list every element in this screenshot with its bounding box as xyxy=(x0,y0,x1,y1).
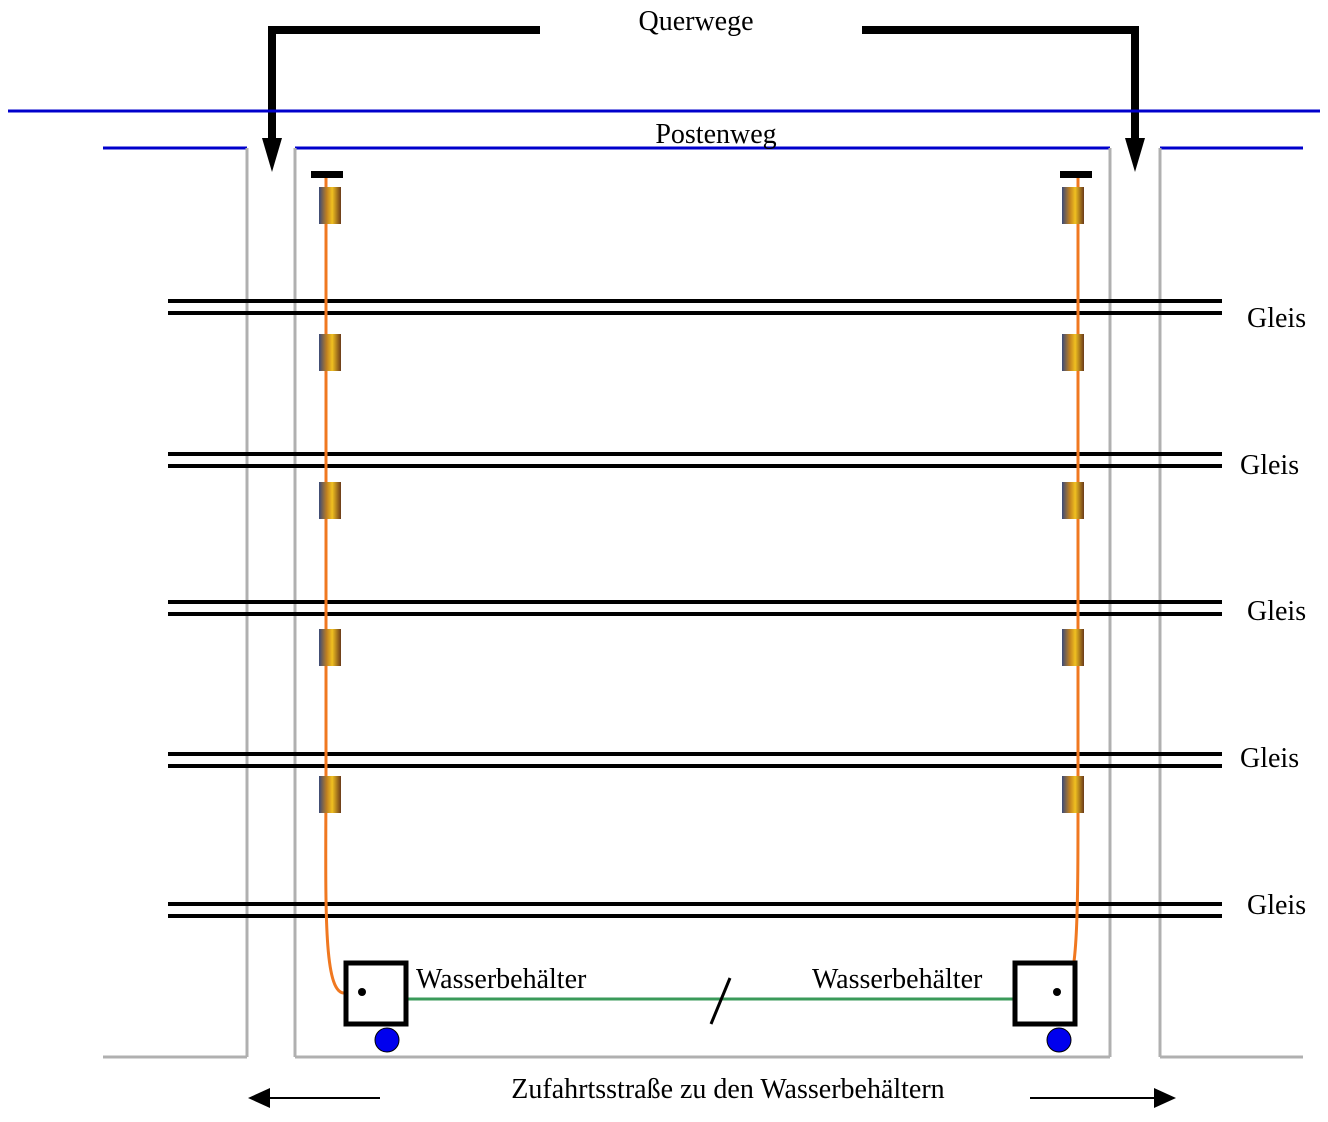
postenweg-label: Postenweg xyxy=(655,119,776,150)
access-arrow-left xyxy=(248,1088,380,1108)
track-5 xyxy=(168,902,1222,918)
hose-cap-left xyxy=(311,171,343,178)
hydrant-icon xyxy=(319,776,341,813)
track-1 xyxy=(168,299,1222,315)
track-label: Gleis xyxy=(1247,890,1306,921)
pump-icon xyxy=(374,1027,400,1053)
water-tank-left xyxy=(343,960,409,1027)
zufahrt-label: Zufahrtsstraße zu den Wasserbehältern xyxy=(511,1074,944,1105)
hydrant-icon xyxy=(1062,629,1084,666)
track-3 xyxy=(168,600,1222,616)
track-2 xyxy=(168,452,1222,468)
querwege-label: Querwege xyxy=(638,6,753,37)
track-label: Gleis xyxy=(1247,596,1306,627)
arrow-down-icon xyxy=(1125,138,1145,172)
pipe-break-mark xyxy=(709,977,732,1025)
hydrant-icon xyxy=(319,629,341,666)
track-label: Gleis xyxy=(1247,303,1306,334)
querweg-arrow-left xyxy=(262,26,540,172)
arrow-right-icon xyxy=(1154,1088,1176,1108)
arrow-down-icon xyxy=(262,138,282,172)
hydrant-icon xyxy=(1062,334,1084,371)
hose-cap-right xyxy=(1060,171,1092,178)
hydrant-icon xyxy=(319,334,341,371)
hydrant-icon xyxy=(319,482,341,519)
hydrant-icon xyxy=(1062,187,1084,224)
access-arrow-right xyxy=(1030,1088,1176,1108)
querweg-arrow-right xyxy=(862,26,1145,172)
track-label: Gleis xyxy=(1240,450,1299,481)
tank-label-left: Wasserbehälter xyxy=(416,964,587,995)
hydrant-icon xyxy=(1062,776,1084,813)
pump-icon xyxy=(1046,1027,1072,1053)
track-4 xyxy=(168,752,1222,768)
tank-label-right: Wasserbehälter xyxy=(812,964,983,995)
hydrant-icon xyxy=(319,187,341,224)
track-label: Gleis xyxy=(1240,743,1299,774)
arrow-left-icon xyxy=(248,1088,270,1108)
water-tank-right xyxy=(1012,960,1078,1027)
hydrant-icon xyxy=(1062,482,1084,519)
